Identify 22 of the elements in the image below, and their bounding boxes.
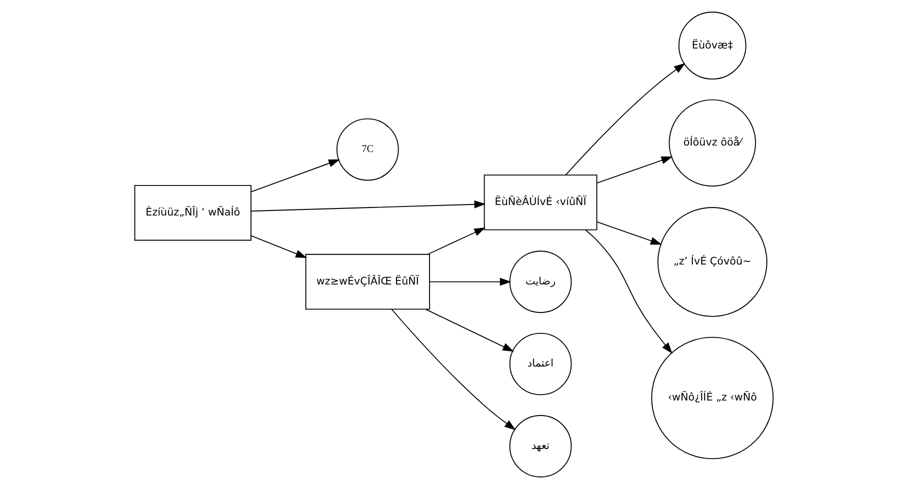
node-circle: Ëùôvæ‡ xyxy=(678,12,746,80)
arrow xyxy=(584,229,672,354)
node-circle: 7C xyxy=(336,118,398,181)
arrow xyxy=(426,228,486,255)
node-circle: ‹wÑô¿ÎÍÉ „z ‹wÑô xyxy=(650,336,774,460)
arrow xyxy=(250,159,340,192)
node-circle: رضایت xyxy=(508,250,572,313)
arrow xyxy=(390,308,516,430)
arrow xyxy=(596,221,662,245)
node-box: ËùÑèÂÙÍvÉ ‹víûÑÏ xyxy=(483,174,597,230)
node-circle: „z’ ÍvÉ Çóvôû~ xyxy=(656,207,767,317)
arrow xyxy=(428,278,511,286)
node-box: wz≥wÉvÇÎÂÎŒ ËûÑÏ xyxy=(304,254,430,310)
arrow xyxy=(564,63,685,176)
arrow xyxy=(424,308,514,352)
node-circle: اعتماد xyxy=(508,332,572,396)
arrow xyxy=(596,156,672,184)
node-circle: تعهد xyxy=(508,415,572,478)
node-circle: öÍôüvz ôöå⁄ xyxy=(668,99,756,187)
arrow xyxy=(250,200,486,212)
arrow xyxy=(250,235,307,258)
node-box: Èzíùüz„ÑÎj ‘ wÑaÍô xyxy=(134,184,251,241)
